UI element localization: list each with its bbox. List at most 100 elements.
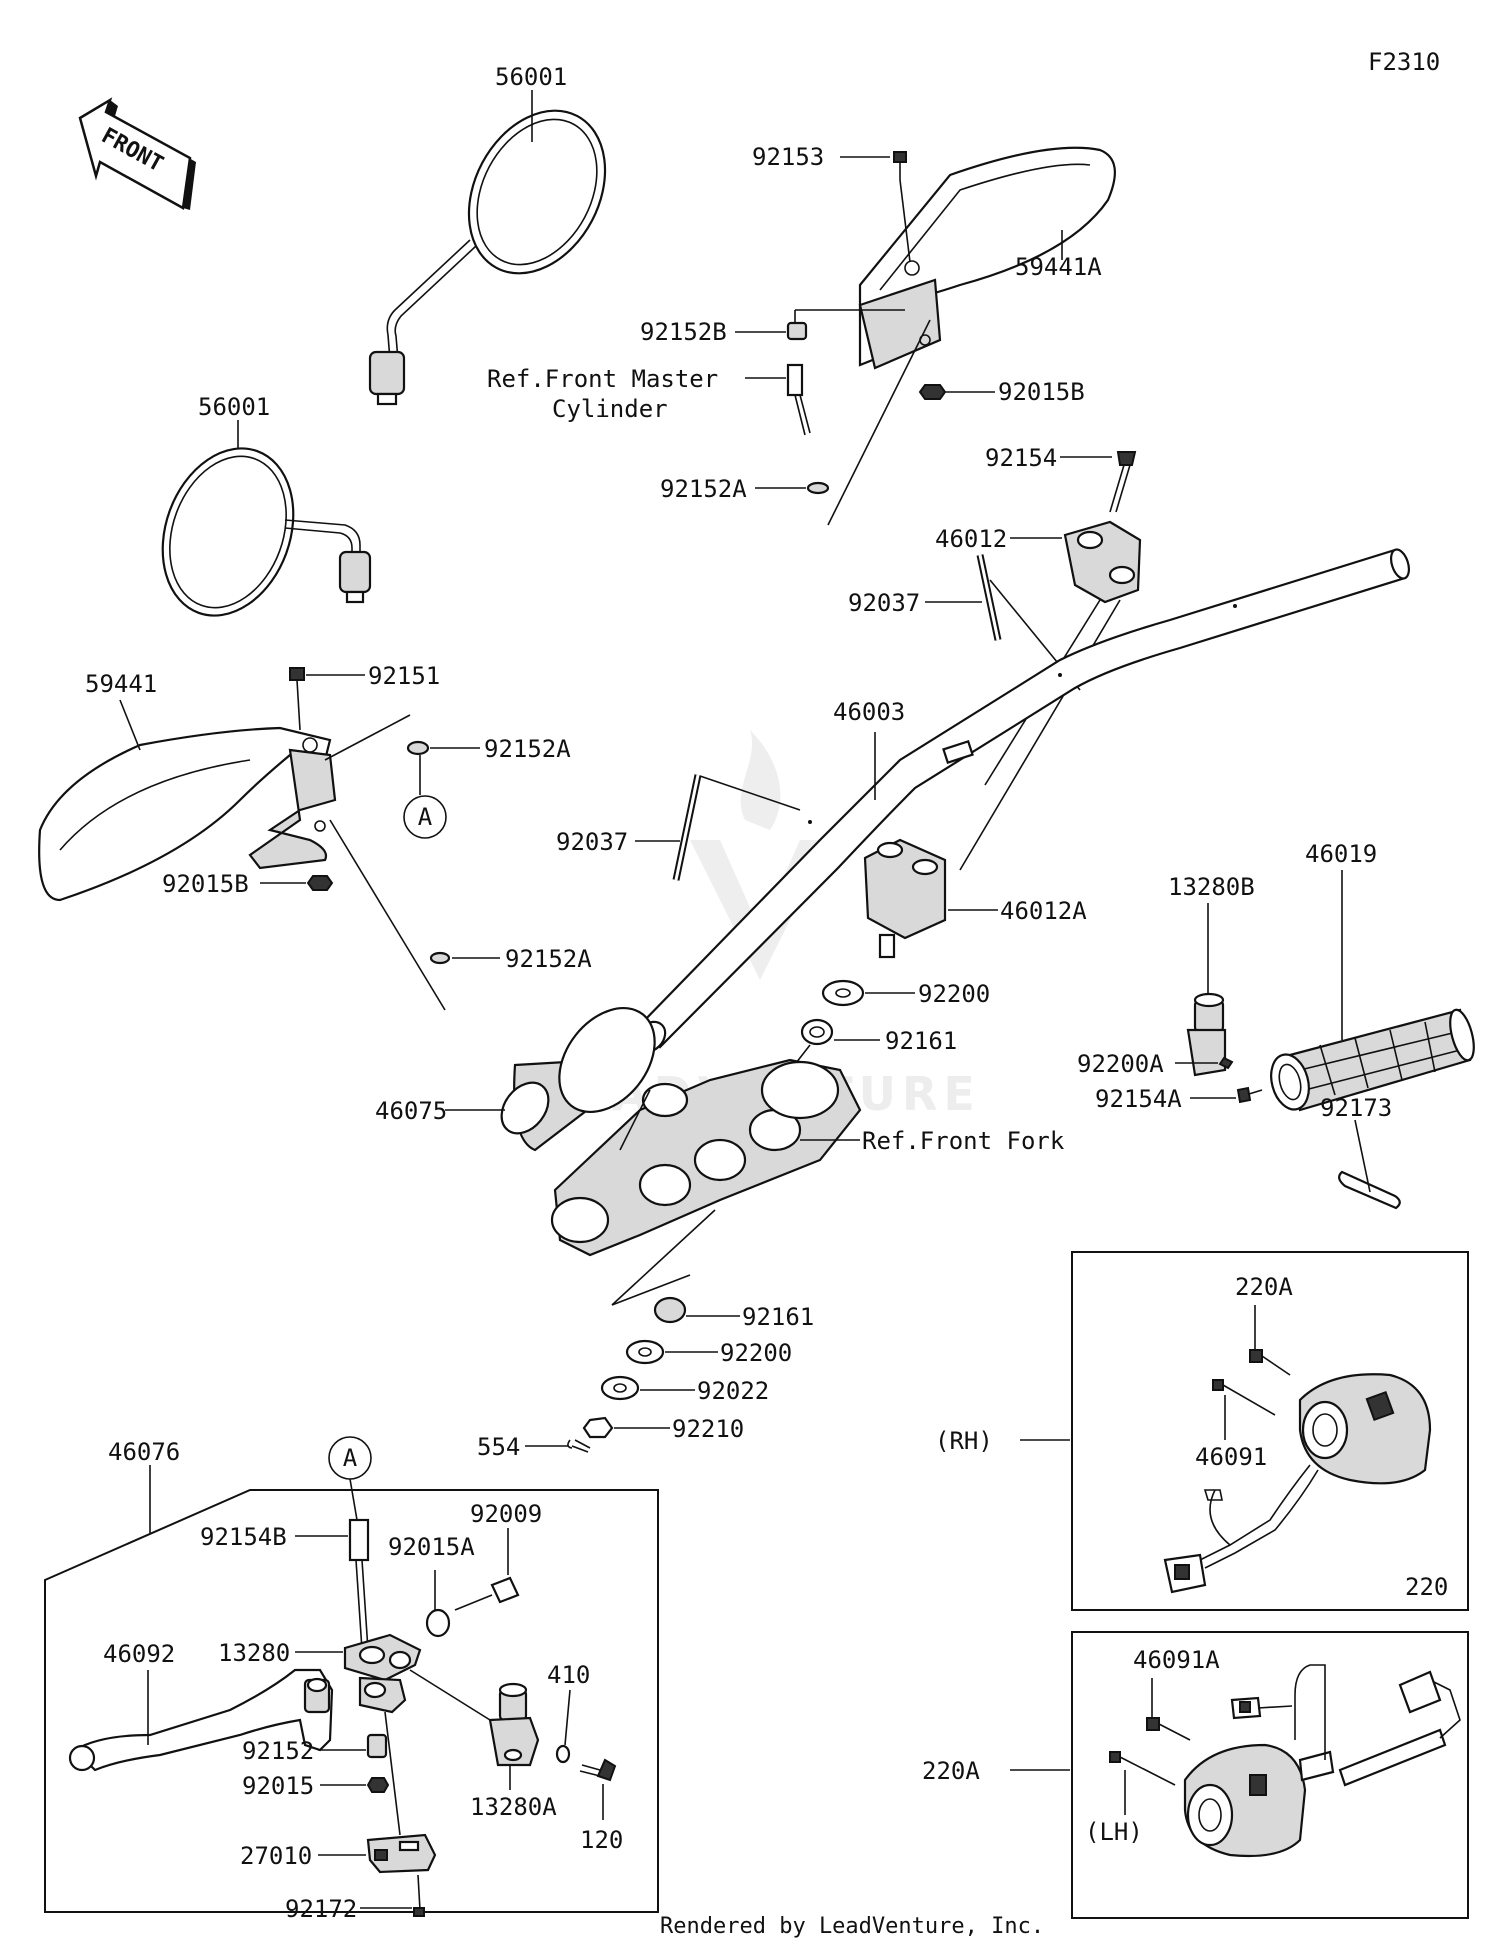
washer-92200-a (821, 979, 865, 1007)
label-92200-b: 92200 (720, 1339, 792, 1367)
mirror-right (368, 109, 607, 406)
label-410: 410 (547, 1661, 590, 1689)
screw-220-lh (1146, 1717, 1191, 1741)
lever-46092 (68, 1668, 334, 1772)
lower-clamp-46012A (863, 838, 947, 959)
label-92151: 92151 (368, 662, 440, 690)
pin-92037-a (976, 554, 1002, 641)
washer-92200-b (625, 1339, 665, 1365)
label-92152A-c: 92152A (505, 945, 592, 973)
label-120: 120 (580, 1826, 623, 1854)
screw-220-rh (1249, 1349, 1291, 1376)
nut-92015 (366, 1777, 390, 1793)
figure-code: F2310 (1368, 48, 1440, 76)
nut-92015B-a (918, 384, 947, 400)
label-59441A: 59441A (1015, 253, 1102, 281)
nut-92210 (582, 1416, 614, 1439)
label-92161-b: 92161 (742, 1303, 814, 1331)
callout-A-top (403, 795, 447, 839)
label-92154B: 92154B (200, 1523, 287, 1551)
collar-92152 (366, 1733, 388, 1759)
screw-220A-lh (1109, 1751, 1176, 1786)
washer-410 (555, 1744, 571, 1764)
label-13280B: 13280B (1168, 873, 1255, 901)
screw-92172 (413, 1874, 425, 1917)
label-554: 554 (477, 1433, 520, 1461)
grip-46075 (500, 1006, 656, 1152)
label-27010: 27010 (240, 1842, 312, 1870)
upper-clamp-46012 (1063, 520, 1142, 604)
label-220-rh: 220A (1235, 1273, 1293, 1301)
switch-27010 (366, 1833, 437, 1874)
label-ref-master-1: Ref.Front Master (487, 365, 718, 393)
label-92152A-b: 92152A (484, 735, 571, 763)
label-220A-lh: (LH) (1085, 1818, 1143, 1846)
callout-A-bottom-text: A (343, 1444, 358, 1472)
label-92015A: 92015A (388, 1533, 475, 1561)
mirror-left (161, 447, 372, 617)
bushing-92161-b (653, 1296, 687, 1324)
hand-guard-right (858, 146, 1116, 370)
collar-92152B (786, 321, 808, 341)
bushing-92161-a (800, 1018, 834, 1046)
label-92154: 92154 (985, 444, 1057, 472)
label-92022: 92022 (697, 1377, 769, 1405)
bolt-120 (579, 1758, 617, 1782)
label-92152: 92152 (242, 1737, 314, 1765)
washer-92152A-c (429, 951, 451, 965)
hand-guard-left (38, 726, 337, 902)
label-46091A: 220A (922, 1757, 980, 1785)
label-92210: 92210 (672, 1415, 744, 1443)
label-92152B: 92152B (640, 318, 727, 346)
switch-rh-46091 (1163, 1373, 1432, 1594)
label-220A-rh: 46091 (1195, 1443, 1267, 1471)
bolt-92154B (348, 1518, 370, 1651)
label-13280: 13280 (218, 1639, 290, 1667)
pin-92037-b (672, 774, 702, 881)
cotter-pin-554 (567, 1439, 591, 1453)
bolt-92154 (1109, 451, 1137, 513)
grip-46019 (1270, 1008, 1475, 1112)
spring-92200A (1218, 1056, 1234, 1070)
label-92153: 92153 (752, 143, 824, 171)
screw-92154A (1236, 1086, 1263, 1104)
label-92173: 92173 (1320, 1094, 1392, 1122)
washer-92022 (600, 1375, 640, 1401)
label-92015B-b: 92015B (162, 870, 249, 898)
label-46092: 46092 (103, 1640, 175, 1668)
label-59441: 59441 (85, 670, 157, 698)
label-92037-a: 92037 (848, 589, 920, 617)
label-46003: 46003 (833, 698, 905, 726)
label-13280A: 13280A (470, 1793, 557, 1821)
label-ref-fork: Ref.Front Fork (862, 1127, 1065, 1155)
label-92009: 92009 (470, 1500, 542, 1528)
switch-box-rh (1071, 1251, 1469, 1611)
front-arrow-icon: FRONT (78, 97, 196, 210)
washer-92015A (425, 1608, 451, 1638)
label-46076: 46076 (108, 1438, 180, 1466)
label-46091: (RH) (935, 1427, 993, 1455)
bolt-92153 (893, 151, 907, 180)
label-92154A: 92154A (1095, 1085, 1182, 1113)
bolt-92009 (454, 1576, 520, 1611)
label-92015B-a: 92015B (998, 378, 1085, 406)
label-56001-a: 56001 (495, 63, 567, 91)
holder-13280A (488, 1682, 540, 1767)
switch-lh-46091A (1183, 1664, 1461, 1858)
label-46012: 46012 (935, 525, 1007, 553)
ref-master-cylinder-bolt (786, 363, 811, 436)
bracket-13280 (343, 1633, 422, 1714)
washer-92152A-a (806, 481, 830, 495)
washer-92152A-b (406, 740, 430, 756)
label-56001-b: 56001 (198, 393, 270, 421)
label-92152A-a: 92152A (660, 475, 747, 503)
switch-box-lh (1071, 1631, 1469, 1919)
label-92037-b: 92037 (556, 828, 628, 856)
triple-clamp-ref-front-fork (550, 1058, 862, 1257)
label-220-lh: 46091A (1133, 1646, 1220, 1674)
lever-assembly-box-46076 (44, 1489, 659, 1913)
label-92200-a: 92200 (918, 980, 990, 1008)
bolt-92151 (289, 667, 305, 731)
footer-credit: Rendered by LeadVenture, Inc. (660, 1914, 1044, 1938)
